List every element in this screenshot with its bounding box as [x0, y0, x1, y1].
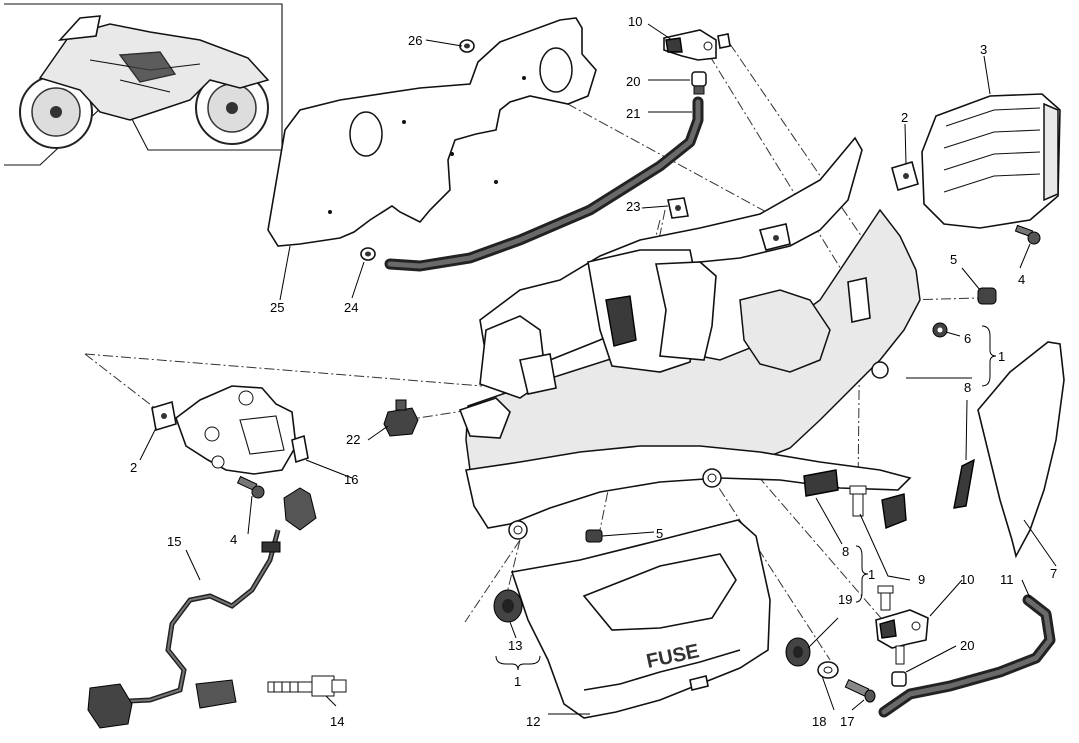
label-12: 12	[526, 714, 540, 729]
heat-shield-panel	[267, 17, 597, 247]
label-1-right: 1	[998, 349, 1005, 364]
bracket-23	[667, 197, 689, 219]
washer-18	[817, 661, 839, 679]
label-24: 24	[344, 300, 358, 315]
foam-strip-8-right	[953, 458, 975, 509]
hose-21	[384, 96, 704, 272]
label-1-left: 1	[514, 674, 521, 689]
voltage-regulator-3	[921, 93, 1061, 229]
rubber-pad-5-lower	[585, 529, 603, 543]
label-16: 16	[344, 472, 358, 487]
label-6: 6	[964, 331, 971, 346]
label-10-top: 10	[628, 14, 642, 29]
leader-lines	[139, 23, 1057, 715]
label-17: 17	[840, 714, 854, 729]
label-2-left: 2	[130, 460, 137, 475]
brace-group-6-8	[981, 325, 997, 387]
label-11: 11	[1000, 572, 1014, 587]
screw-17	[844, 679, 876, 703]
label-19: 19	[838, 592, 852, 607]
electrical-carrier-frame	[458, 136, 921, 540]
pressure-sensor-10-lower	[875, 609, 929, 665]
label-10-lower: 10	[960, 572, 974, 587]
label-23: 23	[626, 199, 640, 214]
heat-shield-hole	[539, 47, 573, 93]
label-5-right: 5	[950, 252, 957, 267]
brace-group-8-19	[855, 545, 869, 603]
clip-24	[360, 247, 376, 261]
label-7: 7	[1050, 566, 1057, 581]
screw-9	[849, 485, 867, 517]
label-14: 14	[330, 714, 344, 729]
bracket-2-left	[151, 400, 177, 432]
grommet-22	[383, 399, 419, 437]
washer-26	[459, 39, 475, 53]
label-20-lower: 20	[960, 638, 974, 653]
hose-11	[878, 594, 1056, 718]
label-3: 3	[980, 42, 987, 57]
screw-4-left	[236, 475, 265, 499]
label-4-right: 4	[1018, 272, 1025, 287]
label-5-lower: 5	[656, 526, 663, 541]
lambda-cable-15	[87, 487, 317, 729]
label-25: 25	[270, 300, 284, 315]
lambda-sensor-14	[267, 675, 347, 697]
foam-strip-8-left	[803, 469, 839, 497]
fuse-box-cover-12: FUSE	[510, 519, 771, 719]
label-15: 15	[167, 534, 181, 549]
rubber-grommet-13	[493, 589, 523, 623]
rubber-mount-19	[785, 637, 811, 667]
label-20-top: 20	[626, 74, 640, 89]
label-1-lower: 1	[868, 567, 875, 582]
rubber-pad-5-right	[977, 287, 997, 305]
label-2-right: 2	[901, 110, 908, 125]
label-9: 9	[918, 572, 925, 587]
label-18: 18	[812, 714, 826, 729]
part-labels: 26 10 20 21 3 2 23 24 25 4 5 6 1 8 22 2 …	[130, 14, 1057, 729]
label-22: 22	[346, 432, 360, 447]
pressure-sensor-10-top	[663, 29, 731, 61]
screw-9-lower	[877, 585, 894, 611]
label-4-left: 4	[230, 532, 237, 547]
nut-6	[932, 322, 948, 338]
label-8-right: 8	[964, 380, 971, 395]
side-cover-7	[977, 341, 1065, 559]
motorcycle-thumbnail	[4, 3, 283, 166]
label-13: 13	[508, 638, 522, 653]
label-26: 26	[408, 33, 422, 48]
label-21: 21	[626, 106, 640, 121]
bracket-2-right	[891, 160, 919, 192]
grommet-20-lower	[891, 671, 907, 687]
label-8-lower: 8	[842, 544, 849, 559]
brace-group-13	[495, 655, 541, 671]
screw-4-right	[1014, 224, 1041, 245]
sensor-16	[175, 385, 309, 475]
grommet-20-top	[691, 71, 707, 95]
heat-shield-hole	[349, 111, 383, 157]
